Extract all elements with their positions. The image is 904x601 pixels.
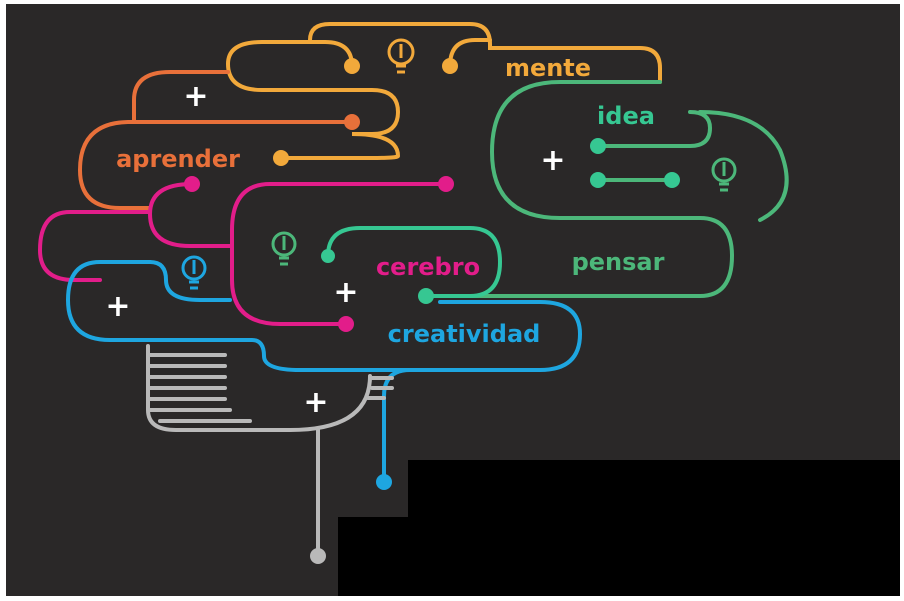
redaction-box <box>338 517 900 596</box>
green-node-a <box>590 138 606 154</box>
gray-stem <box>146 344 394 554</box>
plus-icon: + <box>303 385 328 420</box>
plus-icon: + <box>333 275 358 310</box>
green-path <box>424 80 789 298</box>
orange-node-a <box>344 58 360 74</box>
orange-node-c <box>273 150 289 166</box>
plus-icon: + <box>105 289 130 324</box>
green-node-c <box>664 172 680 188</box>
lightbulb-icon <box>271 231 297 266</box>
magenta-path <box>37 182 448 326</box>
magenta-node-a <box>438 176 454 192</box>
blue-node <box>376 474 392 490</box>
plus-icon: + <box>183 79 208 114</box>
gray-node <box>310 548 326 564</box>
lightbulb-icon <box>711 157 737 192</box>
plus-icon: + <box>540 143 565 178</box>
label-mente: mente <box>505 54 591 82</box>
coral-path <box>77 70 354 210</box>
magenta-node-c <box>338 316 354 332</box>
mint-path <box>326 226 503 298</box>
orange-node-b <box>442 58 458 74</box>
mint-node <box>321 249 335 263</box>
lightbulb-icon <box>181 255 207 290</box>
coral-node <box>344 114 360 130</box>
green-node-b <box>590 172 606 188</box>
redaction-box <box>408 460 900 518</box>
lightbulb-icon <box>387 38 415 74</box>
label-cerebro: cerebro <box>376 253 480 281</box>
magenta-node-b <box>184 176 200 192</box>
label-creatividad: creatividad <box>388 320 541 348</box>
label-aprender: aprender <box>116 145 240 173</box>
label-idea: idea <box>597 102 655 130</box>
label-pensar: pensar <box>572 248 665 276</box>
